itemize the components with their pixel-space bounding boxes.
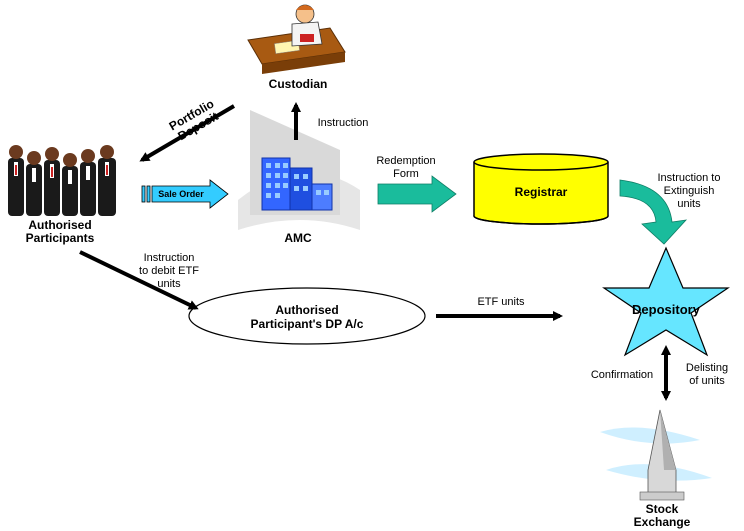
debit-label-line2: to debit ETF: [139, 265, 199, 277]
confirmation-label: Confirmation: [590, 369, 654, 381]
debit-instruction-arrow: [79, 250, 199, 310]
amc-building-illustration: [238, 110, 360, 230]
etf-units-label: ETF units: [477, 296, 525, 308]
participants-label: Authorised Participants: [0, 219, 120, 245]
ap-dp-account-label: Authorised Participant's DP A/c: [196, 303, 418, 331]
stock-label-line1: Stock: [645, 502, 679, 516]
instruction-label: Instruction: [317, 117, 369, 129]
redemption-form-arrow: [377, 175, 457, 213]
redemption-label-line2: Form: [393, 168, 419, 180]
stock-label-line2: Exchange: [633, 515, 691, 529]
custodian-illustration: [247, 4, 346, 74]
depository-label: Depository: [632, 302, 700, 317]
redemption-form-label: Redemption Form: [366, 155, 446, 181]
instruction-debit-label: Instruction to debit ETF units: [124, 252, 214, 291]
instruction-extinguish-label: Instruction to Extinguish units: [644, 172, 734, 211]
redemption-label-line1: Redemption: [376, 155, 436, 167]
dp-label-line2: Participant's DP A/c: [250, 317, 364, 331]
debit-label-line1: Instruction: [143, 252, 195, 264]
ap-dp-account-ellipse: [188, 287, 426, 345]
extinguish-label-line3: units: [677, 198, 701, 210]
custodian-label: Custodian: [268, 77, 328, 91]
extinguish-label-line2: Extinguish: [663, 185, 715, 197]
registrar-cylinder: [473, 153, 609, 225]
depository-star: [602, 246, 730, 357]
participants-label-line1: Authorised: [28, 218, 92, 232]
dp-label-line1: Authorised: [275, 303, 339, 317]
participants-label-line2: Participants: [25, 231, 95, 245]
delisting-label-line2: of units: [689, 375, 725, 387]
sale-order-label: Sale Order: [158, 189, 204, 199]
stock-exchange-label: Stock Exchange: [622, 503, 702, 529]
delisting-label: Delisting of units: [674, 362, 740, 388]
stock-exchange-illustration: [600, 409, 712, 501]
extinguish-curved-arrow: [619, 179, 688, 245]
sale-order-arrow: [141, 179, 229, 209]
delisting-label-line1: Delisting: [685, 362, 729, 374]
portfolio-deposit-arrow: [139, 104, 236, 162]
extinguish-label-line1: Instruction to: [657, 172, 721, 184]
amc-label: AMC: [284, 231, 312, 245]
participants-illustration: [8, 145, 116, 216]
debit-label-line3: units: [157, 278, 181, 290]
registrar-label: Registrar: [514, 185, 568, 199]
